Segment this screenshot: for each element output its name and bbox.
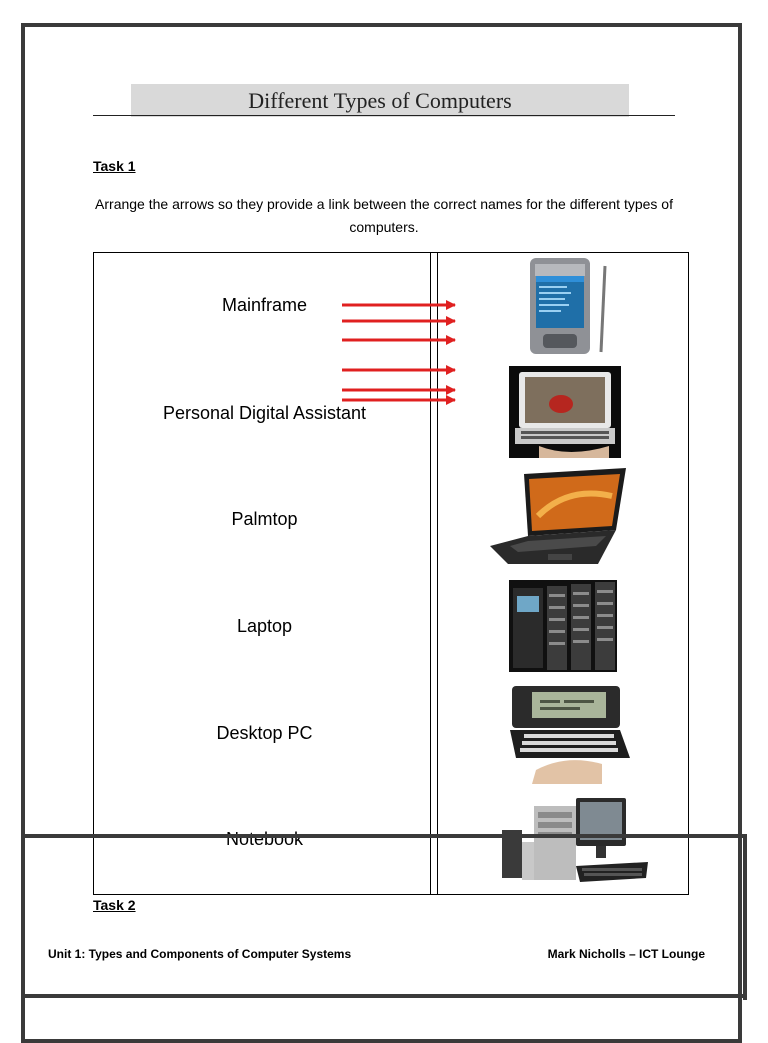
pda-image xyxy=(530,258,607,354)
mainframe-image xyxy=(509,580,617,672)
column-divider-left xyxy=(430,252,431,895)
title-band xyxy=(131,84,629,117)
column-divider-right xyxy=(437,252,438,895)
page-title: Different Types of Computers xyxy=(248,88,512,113)
footer-unit: Unit 1: Types and Components of Computer… xyxy=(48,947,352,961)
matching-table xyxy=(93,252,689,895)
name-mainframe: Mainframe xyxy=(221,295,308,315)
task1-heading: Task 1 xyxy=(93,158,136,174)
title-underline xyxy=(93,115,675,116)
name-palmtop: Palmtop xyxy=(231,509,298,529)
footer-author: Mark Nicholls – ICT Lounge xyxy=(547,947,705,961)
palmtop-image xyxy=(510,686,630,784)
name-desktop-pc: Desktop PC xyxy=(216,723,313,743)
task1-instructions: Arrange the arrows so they provide a lin… xyxy=(95,196,673,235)
notebook-image xyxy=(509,366,621,458)
task2-heading: Task 2 xyxy=(93,897,136,913)
name-laptop: Laptop xyxy=(236,616,293,636)
laptop-image xyxy=(490,468,626,564)
name-pda: Personal Digital Assistant xyxy=(162,403,367,423)
next-page-frame xyxy=(21,834,747,1000)
next-page-edge xyxy=(21,994,747,998)
